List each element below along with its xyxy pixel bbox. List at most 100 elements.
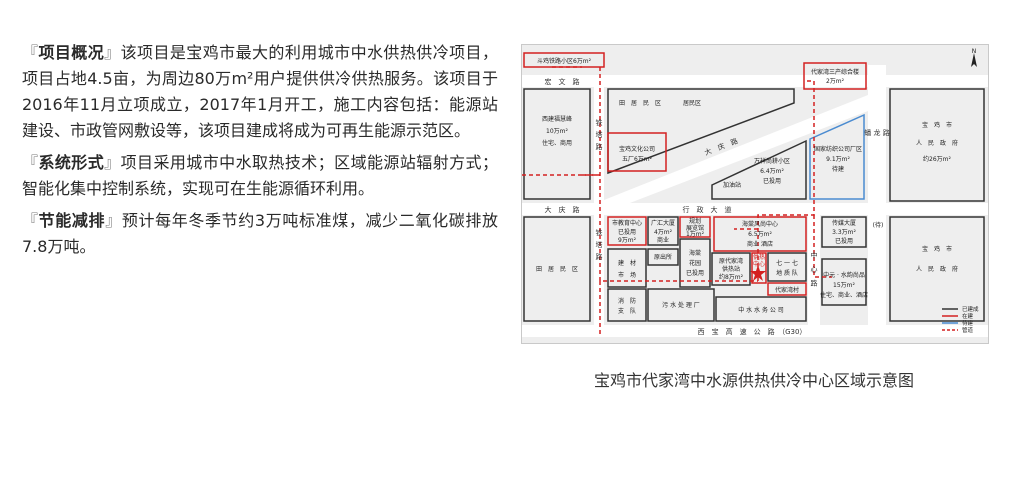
figure-caption: 宝鸡市代家湾中水源供热供冷中心区域示意图 bbox=[593, 371, 914, 390]
legend-label-built: 已建成 bbox=[962, 305, 979, 313]
label-guoshi: 国家纺织公司厂区 bbox=[814, 145, 862, 153]
label-xiyuan: 西建福慧峰 bbox=[542, 115, 572, 123]
label-gongre-center: 供热 bbox=[753, 253, 765, 261]
paragraph-overview: 『项目概况』该项目是宝鸡市最大的利用城市中水供热供冷项目，项目占地4.5亩，为周… bbox=[22, 40, 498, 144]
block-zhongyuan bbox=[821, 258, 867, 306]
block-xiyuan bbox=[523, 88, 591, 200]
label-xiyuan-use: 住宅、商用 bbox=[542, 139, 572, 147]
paragraph-system: 『系统形式』项目采用城市中水取热技术；区域能源站辐射方式；智能化集中控制系统，实… bbox=[22, 150, 498, 202]
label-douji: 斗鸡铁路小区6万m² bbox=[537, 57, 592, 65]
label-jiayouzhan: 加油站 bbox=[723, 181, 741, 189]
legend-label-building: 在建 bbox=[962, 312, 974, 320]
block-haiyu-garden bbox=[679, 238, 711, 288]
label-jiancai-2: 市 场 bbox=[618, 271, 636, 279]
block-yuanchuan bbox=[647, 248, 679, 266]
block-guangyi bbox=[647, 216, 679, 246]
open-bracket: 『 bbox=[22, 43, 39, 62]
label-wanxiang: 万祥尚耕小区 bbox=[754, 157, 790, 165]
close-bracket: 』 bbox=[104, 153, 121, 172]
north-arrow-icon: N bbox=[971, 48, 977, 67]
label-gaosu-road: 西 宝 高 速 公 路 （G30） bbox=[698, 327, 807, 336]
block-gongre-center bbox=[751, 252, 767, 284]
label-tianjia-1b: 居民区 bbox=[683, 100, 701, 107]
area-map-svg: N 宏 文 路 大 庆 路 行 政 大 道 西 宝 高 速 公 路 （G30） … bbox=[522, 48, 988, 337]
close-bracket: 』 bbox=[104, 43, 121, 62]
label-jiaoyu-area: 9万m² bbox=[618, 237, 637, 244]
label-baoji-wenhua: 宝鸡文化公司 bbox=[619, 145, 655, 153]
label-panlong-road: 蟠 龙 路 bbox=[864, 128, 889, 137]
label-guangyi-area: 4万m² bbox=[654, 229, 673, 236]
body-energy: 预计每年冬季节约3万吨标准煤，减少二氧化碳排放7.8万吨。 bbox=[22, 211, 498, 256]
block-zhongshui bbox=[715, 296, 807, 322]
block-tianjia-2 bbox=[523, 216, 591, 322]
label-jiaoyu-status: 已投用 bbox=[618, 228, 636, 236]
label-zhongxin-road: 中 心 路 bbox=[810, 251, 818, 288]
label-jiancai: 建 材 bbox=[618, 259, 636, 267]
heading-system: 系统形式 bbox=[38, 153, 105, 172]
label-renmin-1: 人 民 政 府 bbox=[916, 139, 958, 147]
road-daqing-diag bbox=[604, 95, 868, 213]
label-qiyiqi-2: 地 质 队 bbox=[776, 269, 798, 277]
label-tieta-lower-1: 铁 bbox=[596, 228, 603, 237]
label-haiyu-garden-2: 花园 bbox=[689, 259, 701, 267]
block-baoji-wenhua bbox=[607, 132, 667, 172]
label-guoshi-status: 待建 bbox=[832, 165, 844, 173]
block-douji bbox=[523, 52, 605, 68]
label-baoji-shi-2: 宝 鸡 市 bbox=[922, 245, 952, 253]
label-renmin-2: 人 民 政 府 bbox=[916, 265, 958, 273]
label-chuanmei-side: (待) bbox=[873, 221, 884, 229]
block-guoshi bbox=[809, 113, 865, 200]
block-xiaofang bbox=[607, 288, 647, 322]
label-guihua-area: 1万m² bbox=[686, 231, 705, 238]
open-bracket: 『 bbox=[22, 211, 39, 230]
legend-label-pipe: 管道 bbox=[962, 326, 974, 334]
block-wushui bbox=[647, 288, 715, 322]
road-tieta bbox=[594, 75, 604, 337]
label-tianjia-1: 田 居 民 区 bbox=[619, 100, 661, 107]
label-zhongshui: 中 水 水 务 公 司 bbox=[738, 306, 784, 314]
heading-overview: 项目概况 bbox=[38, 43, 105, 62]
map-legend: 已建成 在建 待建 管道 bbox=[942, 305, 979, 334]
road-panlong bbox=[868, 65, 886, 337]
block-renmin-2 bbox=[889, 216, 985, 322]
road-zhongxin bbox=[808, 215, 820, 337]
pipe-east bbox=[813, 215, 832, 278]
label-tieta-1: 铁 bbox=[596, 118, 603, 127]
label-zhongyuan-area: 15万m² bbox=[833, 282, 855, 289]
label-guihua: 规划 bbox=[689, 217, 701, 225]
paragraph-energy: 『节能减排』预计每年冬季节约3万吨标准煤，减少二氧化碳排放7.8万吨。 bbox=[22, 208, 498, 260]
label-xingzheng-road: 行 政 大 道 bbox=[683, 205, 732, 214]
label-daijiawan-gongre-2: 供热站 bbox=[722, 265, 740, 273]
label-xiyuan-area: 10万m² bbox=[546, 128, 568, 135]
label-tianjia-2: 田 居 民 区 bbox=[536, 266, 578, 273]
label-tieta-3: 路 bbox=[596, 142, 603, 151]
close-bracket: 』 bbox=[105, 211, 122, 230]
block-guihua bbox=[679, 216, 711, 238]
label-haiyu-use: 商业 酒店 bbox=[747, 240, 773, 248]
label-guangyi: 广汇大厦 bbox=[651, 219, 675, 227]
article-text: 『项目概况』该项目是宝鸡市最大的利用城市中水供热供冷项目，项目占地4.5亩，为周… bbox=[22, 40, 498, 266]
label-xiaofang: 消 防 bbox=[618, 297, 636, 305]
label-wanxiang-area: 6.4万m² bbox=[760, 168, 784, 175]
label-haiyu: 海棠风尚中心 bbox=[742, 220, 778, 228]
label-renmin-area: 约26万m² bbox=[923, 155, 951, 163]
label-guihua-2: 展览馆 bbox=[686, 224, 704, 232]
label-daqing-road-left: 大 庆 路 bbox=[545, 205, 580, 214]
label-gongre-center-2: 中心 bbox=[753, 260, 765, 268]
gongre-star-icon bbox=[750, 265, 766, 281]
label-qiyiqi: 七 一 七 bbox=[776, 259, 798, 267]
label-tieta-2: 塔 bbox=[596, 130, 603, 139]
block-qiyiqi bbox=[767, 252, 807, 282]
body-overview: 该项目是宝鸡市最大的利用城市中水供热供冷项目，项目占地4.5亩，为周边80万m²… bbox=[22, 43, 498, 140]
label-haiyu-garden-3: 已投用 bbox=[686, 269, 704, 277]
label-tieta-lower-2: 塔 bbox=[596, 240, 603, 249]
label-baoji-shi-1: 宝 鸡 市 bbox=[922, 121, 952, 129]
area-map: N 宏 文 路 大 庆 路 行 政 大 道 西 宝 高 速 公 路 （G30） … bbox=[521, 44, 989, 344]
label-daijiawan-gongre-area: 约8万m² bbox=[719, 273, 744, 281]
block-jiancai bbox=[607, 248, 647, 288]
label-wanxiang-status: 已投用 bbox=[763, 177, 781, 185]
label-chuanmei-status: 已投用 bbox=[835, 237, 853, 245]
label-daijiawan-sanchan: 代家湾三产综合楼 bbox=[811, 68, 859, 76]
label-wushui: 污 水 处 理 厂 bbox=[662, 301, 700, 309]
label-jiaoyu: 市教育中心 bbox=[612, 219, 642, 227]
